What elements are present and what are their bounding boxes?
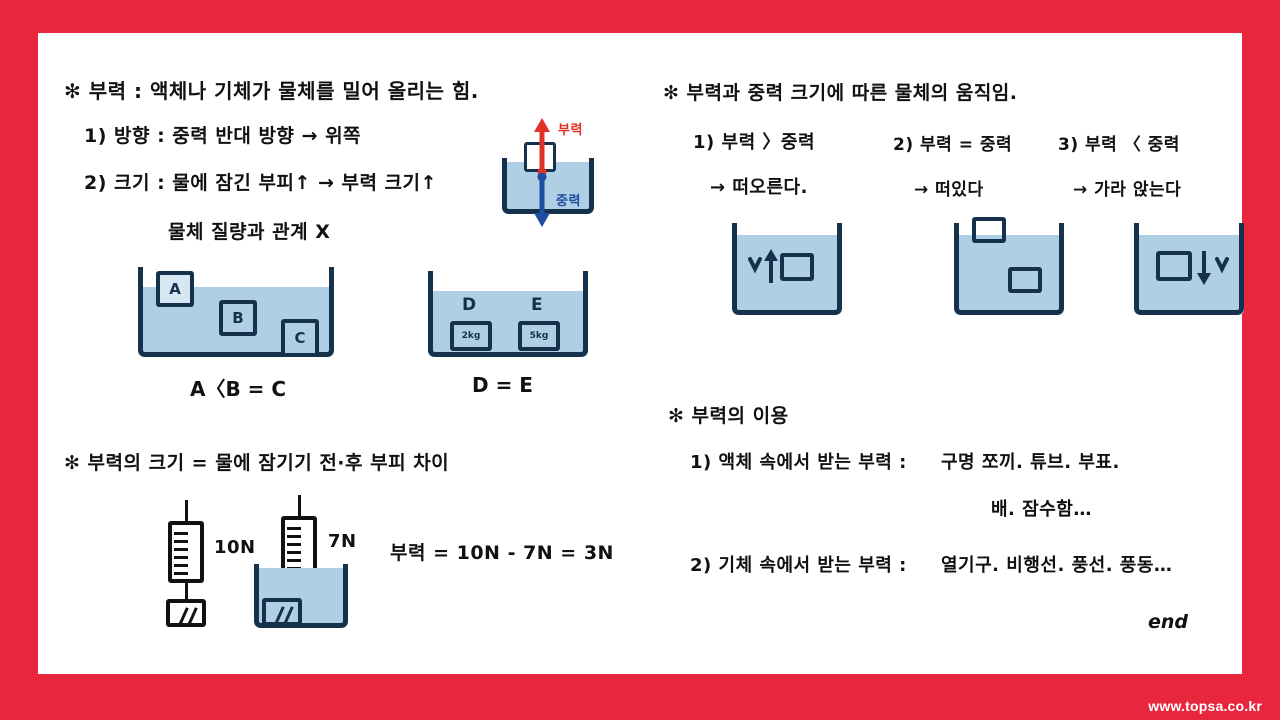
case-1-condition: 1) 부력 〉중력 bbox=[693, 132, 816, 153]
scale-air-value: 10N bbox=[214, 537, 256, 558]
block-d-label: D bbox=[462, 295, 477, 315]
scale-water-hook bbox=[298, 495, 301, 517]
case-3-condition: 3) 부력 〈 중력 bbox=[1058, 135, 1180, 155]
scale-air-weight bbox=[166, 599, 206, 627]
buoyancy-arrow-icon bbox=[534, 118, 550, 176]
end-mark: end bbox=[1148, 611, 1189, 633]
footer-website-url: www.topsa.co.kr bbox=[1148, 698, 1262, 714]
beaker-case-2-block-floating bbox=[972, 217, 1006, 243]
scale-air-hook bbox=[185, 500, 188, 522]
beaker-case-1-wall bbox=[732, 223, 842, 315]
case-3-result: → 가라 앉는다 bbox=[1073, 180, 1182, 200]
scale-air-body bbox=[168, 521, 204, 583]
caption-abc: A〈B = C bbox=[190, 377, 287, 401]
left-item-magnitude: 2) 크기 : 물에 잠긴 부피↑ → 부력 크기↑ bbox=[84, 172, 437, 194]
block-b: B bbox=[219, 300, 257, 336]
left-heading: ✻ 부력 : 액체나 기체가 물체를 밀어 올리는 힘. bbox=[64, 79, 479, 103]
scale-water-weight bbox=[262, 598, 302, 626]
force-diagram-wall bbox=[502, 158, 594, 214]
beaker-case-2-block-suspended bbox=[1008, 267, 1042, 293]
left-heading-2: ✻ 부력의 크기 = 물에 잠기기 전·후 부피 차이 bbox=[64, 452, 450, 474]
usage-heading: ✻ 부력의 이용 bbox=[668, 405, 789, 427]
beaker-case-1-block bbox=[780, 253, 814, 281]
usage-1-label: 1) 액체 속에서 받는 부력 : bbox=[690, 452, 907, 473]
block-d-weight: 2kg bbox=[450, 321, 492, 351]
block-e-weight: 5kg bbox=[518, 321, 560, 351]
usage-2-examples-line1: 열기구. 비행선. 풍선. 풍동… bbox=[941, 555, 1173, 576]
left-item-direction: 1) 방향 : 중력 반대 방향 → 위쪽 bbox=[84, 125, 362, 147]
usage-1-examples-line2: 배. 잠수함… bbox=[991, 499, 1092, 520]
case-2-condition: 2) 부력 = 중력 bbox=[893, 135, 1013, 155]
beaker-scale-water-wall bbox=[254, 564, 348, 628]
buoyancy-equation: 부력 = 10N - 7N = 3N bbox=[390, 542, 614, 564]
block-c: C bbox=[281, 319, 319, 357]
note-paper: ✻ 부력 : 액체나 기체가 물체를 밀어 올리는 힘. 1) 방향 : 중력 … bbox=[38, 33, 1244, 674]
beaker-abc-wall bbox=[138, 267, 334, 357]
beaker-de: 2kg 5kg D E bbox=[428, 271, 588, 357]
gravity-arrow-icon bbox=[534, 173, 550, 227]
block-a: A bbox=[156, 271, 194, 307]
beaker-case-3 bbox=[1134, 223, 1244, 315]
usage-1-examples-line1: 구명 쪼끼. 튜브. 부표. bbox=[941, 452, 1120, 473]
case-2-result: → 떠있다 bbox=[914, 180, 984, 200]
beaker-de-wall bbox=[428, 271, 588, 357]
beaker-case-1 bbox=[732, 223, 842, 315]
case-1-result: → 떠오른다. bbox=[710, 177, 808, 198]
caption-de: D = E bbox=[472, 373, 533, 397]
beaker-case-3-block bbox=[1156, 251, 1192, 281]
beaker-case-1-water bbox=[732, 235, 842, 315]
left-note-mass-unrelated: 물체 질량과 관계 X bbox=[168, 221, 331, 243]
beaker-case-3-wall bbox=[1134, 223, 1244, 315]
scale-water-value: 7N bbox=[328, 531, 357, 552]
rise-arrow-icon bbox=[748, 249, 778, 283]
gravity-label: 중력 bbox=[556, 194, 581, 209]
beaker-case-2 bbox=[954, 217, 1064, 315]
beaker-case-2-wall bbox=[954, 223, 1064, 315]
beaker-abc: A B C bbox=[138, 267, 334, 357]
right-heading: ✻ 부력과 중력 크기에 따른 물체의 움직임. bbox=[663, 82, 1018, 104]
sink-arrow-icon bbox=[1197, 251, 1229, 285]
scale-air-lower-hook bbox=[185, 583, 188, 601]
usage-2-label: 2) 기체 속에서 받는 부력 : bbox=[690, 555, 907, 576]
block-e-label: E bbox=[531, 295, 543, 315]
buoyancy-label: 부력 bbox=[558, 123, 583, 138]
